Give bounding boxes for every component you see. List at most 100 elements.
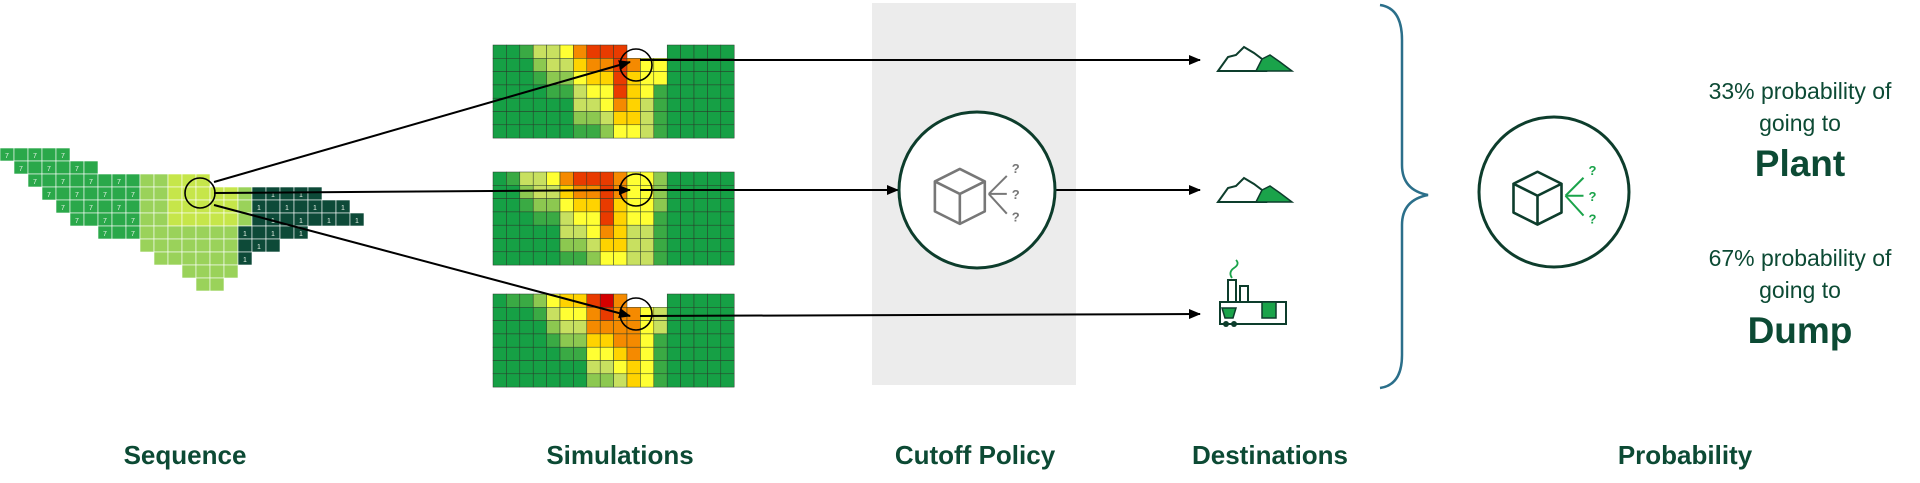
simulation-block [599,346,614,361]
simulation-block [599,238,614,253]
sequence-block [41,173,57,188]
processing-plant-icon [1219,259,1287,327]
simulation-block [519,71,534,86]
simulation-block [573,373,588,388]
block-number: 1 [285,205,289,212]
simulation-block [506,198,521,213]
simulation-block [519,238,534,253]
simulation-block [546,320,561,335]
simulation-block [506,124,521,139]
sequence-block [27,160,43,175]
sequence-block [181,186,197,201]
label-cutoff-policy: Cutoff Policy [894,440,1056,470]
simulation-block [586,111,601,126]
block-number: 1 [341,205,345,212]
sequence-block [153,199,169,214]
question-mark: ? [1012,161,1020,176]
simulation-block [720,211,735,226]
simulation-block [492,111,507,126]
simulation-block [532,346,547,361]
simulation-block [653,238,668,253]
simulation-block [666,171,681,186]
block-number: 7 [89,205,93,212]
simulation-block [640,251,655,266]
chimney [1239,285,1249,303]
simulation-block [720,224,735,239]
simulation-block [640,111,655,126]
simulation-block [573,251,588,266]
probability-dump-destination: Dump [1747,310,1853,351]
simulation-block [519,346,534,361]
simulation-block [707,124,722,139]
simulation-block [573,224,588,239]
simulation-block [573,111,588,126]
simulation-block [506,58,521,72]
simulation-block [720,71,735,86]
simulation-block [492,44,507,59]
block-number: 1 [313,205,317,212]
simulation-block [506,360,521,375]
arrows [213,55,1201,320]
simulation-block [532,111,547,126]
simulation-block [720,307,735,321]
simulation-block [559,373,574,388]
simulation-block [720,111,735,126]
simulation-block [573,124,588,139]
simulation-block [492,333,507,348]
simulation-block [680,360,695,375]
simulation-block [653,185,668,199]
simulation-block [666,346,681,361]
sequence-block [181,264,197,279]
simulation-block [720,373,735,388]
simulation-block [506,211,521,226]
simulation-block [559,185,574,199]
simulation-block [666,44,681,59]
simulation-block [613,84,628,99]
sequence-block [195,225,211,240]
probability-cube-icon: ??? [1477,115,1631,269]
simulation-block [680,71,695,86]
simulation-block [492,307,507,321]
simulation-block [666,71,681,86]
sequence-block [251,225,267,240]
block-number: 1 [257,205,261,212]
simulation-block [599,185,614,199]
label-destinations: Destinations [1191,440,1349,470]
simulation-block [640,97,655,112]
simulation-block [613,44,628,59]
block-number: 7 [33,179,37,186]
block-number: 7 [5,153,9,160]
block-number: 1 [271,192,275,199]
simulation-block [546,111,561,126]
simulation-block [693,373,708,388]
simulation-block [666,124,681,139]
simulation-block [506,171,521,186]
cube-icon [933,167,987,226]
sequence-block [223,212,239,227]
simulation-block [546,58,561,72]
flow-arrow [213,204,631,318]
flow-arrow [639,309,1201,320]
simulation-block [573,320,588,335]
sequence-block [307,186,323,201]
simulation-block [586,198,601,213]
question-mark: ? [1589,189,1597,204]
simulation-block [707,44,722,59]
simulation-block [666,211,681,226]
simulation-block [506,44,521,59]
simulation-block [626,185,641,199]
simulation-block [680,171,695,186]
sequence-block [181,212,197,227]
simulation-block [492,238,507,253]
simulation-block [640,84,655,99]
block-number: 7 [117,179,121,186]
sequence-block [195,186,211,201]
block-number: 1 [327,218,331,225]
plant-tank [1261,301,1277,319]
simulation-block [693,171,708,186]
simulation-block [559,307,574,321]
block-number: 7 [61,179,65,186]
simulation-block [573,333,588,348]
simulation-block [626,346,641,361]
simulation-block [707,84,722,99]
